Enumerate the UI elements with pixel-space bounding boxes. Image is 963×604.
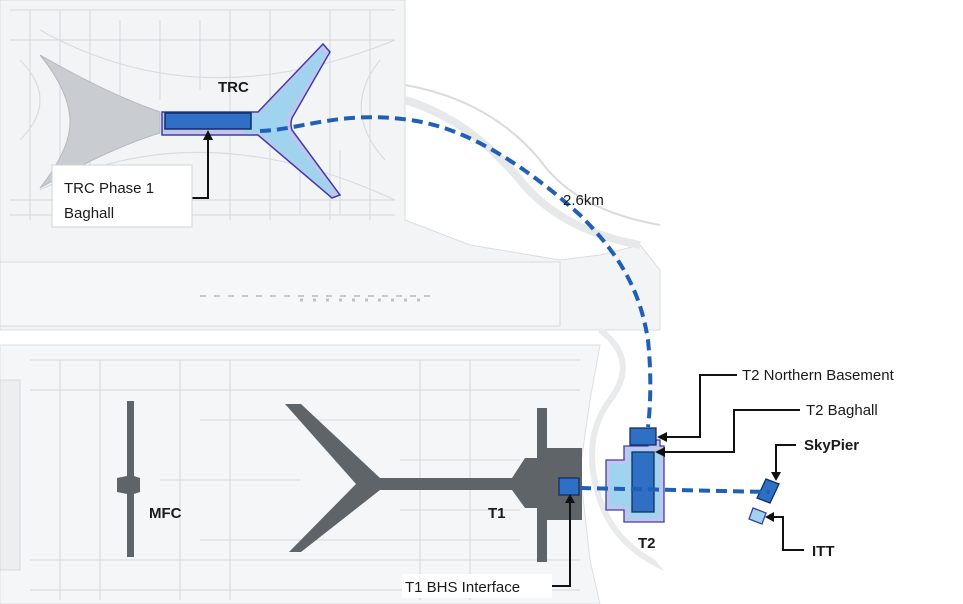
t1-bhs-interface-box (558, 477, 580, 496)
trc-facility (39, 42, 342, 199)
itt-label: ITT (812, 543, 835, 560)
t2-label: T2 (638, 535, 656, 552)
mfc-label: MFC (149, 505, 182, 522)
t2-baghall-box (631, 451, 655, 513)
t2-facility (605, 427, 665, 523)
trc-phase1-label-line2: Baghall (64, 205, 114, 222)
t1-terminal (285, 404, 582, 562)
callout-lines (190, 130, 804, 587)
baggage-routes (259, 115, 771, 494)
t2-baghall-label: T2 Baghall (806, 402, 878, 419)
t1-to-skypier-route (579, 486, 771, 494)
t1-label: T1 (488, 505, 506, 522)
trc-to-t2-route (259, 115, 653, 428)
t2-northern-basement-label: T2 Northern Basement (742, 367, 895, 384)
distance-label: 2.6km (563, 192, 604, 209)
trc-phase1-baghall-box (164, 112, 252, 130)
trc-phase1-label-box (51, 164, 193, 228)
skypier-label: SkyPier (804, 437, 859, 454)
map-labels: TRC TRC Phase 1 Baghall 2.6km T2 Norther… (64, 79, 895, 596)
trc-label: TRC (218, 79, 249, 96)
itt-facility (748, 507, 767, 525)
trc-phase1-label: TRC Phase 1 (64, 180, 154, 197)
t1-bhs-label-box (402, 574, 552, 598)
trc-blue-body (245, 50, 334, 194)
mfc-facility (117, 401, 140, 557)
t1-bhs-interface-label: T1 BHS Interface (405, 579, 520, 596)
t2-northern-basement-box (629, 427, 657, 446)
